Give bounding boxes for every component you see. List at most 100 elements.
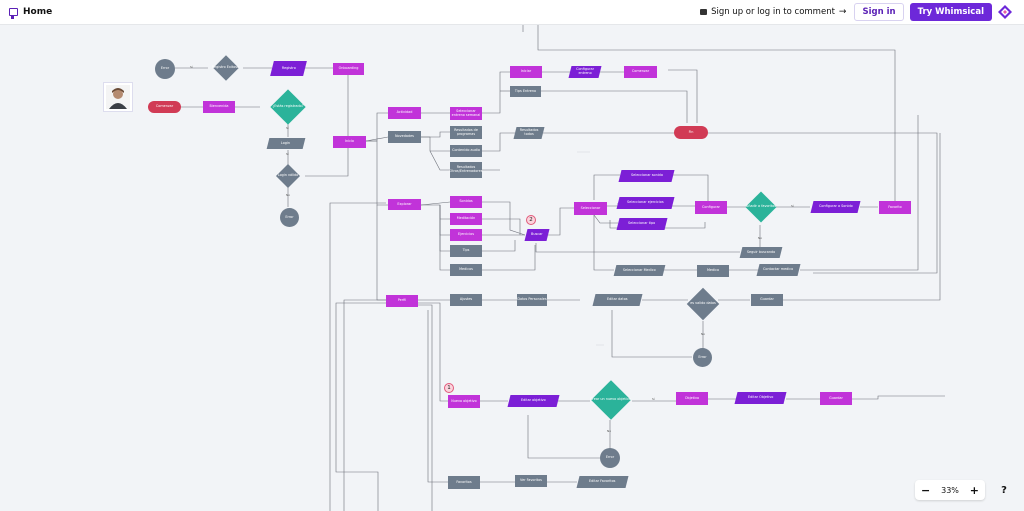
node-label: Iniciar	[520, 69, 532, 74]
zoom-in-button[interactable]: +	[969, 483, 979, 497]
ejercicios-node[interactable]: Ejercicios	[450, 229, 482, 241]
whimsical-logo-icon[interactable]	[998, 5, 1012, 19]
ver-favoritos-node[interactable]: Ver Favoritos	[515, 475, 547, 487]
node-label: Fin	[688, 129, 694, 134]
seleccionar-medico-node[interactable]: Seleccionar Medico	[613, 265, 666, 276]
node-label: Seleccionar Medico	[623, 267, 656, 272]
onboarding-node[interactable]: Onboarding	[333, 63, 364, 75]
error-node[interactable]: Error	[280, 208, 299, 227]
home-link[interactable]: Home	[9, 7, 53, 19]
configurar-node[interactable]: Configurar	[695, 201, 727, 214]
crear-objetivo-decision[interactable]: Crear un nuevo objetivo	[588, 380, 633, 420]
node-label: Comenzar	[155, 104, 174, 109]
seleccionar-entreno-node[interactable]: Seleccionar entreno semanal	[450, 107, 482, 120]
perfil-node[interactable]: Perfil	[386, 295, 418, 307]
guardar-node[interactable]: Guardar	[751, 294, 783, 306]
node-label: Seleccionar tipo	[628, 221, 656, 226]
whiteboard-canvas[interactable]: Error Registro Exitoso Registro Onboardi…	[0, 25, 1024, 511]
seguir-buscando-node[interactable]: Seguir buscando	[739, 247, 783, 258]
error-node[interactable]: Error	[600, 448, 620, 468]
iniciar-node[interactable]: Iniciar	[510, 66, 542, 78]
medicos-node[interactable]: Medicos	[450, 264, 482, 276]
inicio-node[interactable]: Inicio	[333, 136, 366, 148]
editar-favoritos-node[interactable]: Editar Favoritos	[576, 476, 629, 488]
try-whimsical-button[interactable]: Try Whimsical	[909, 3, 992, 21]
node-label: Guardar	[829, 395, 843, 400]
error-node[interactable]: Error	[693, 348, 712, 367]
comment-marker[interactable]: 1	[444, 383, 454, 393]
node-label: Favorito	[888, 204, 902, 209]
favoritos-node[interactable]: Favoritos	[448, 476, 480, 489]
zoom-out-button[interactable]: −	[921, 483, 931, 497]
person-photo-icon	[106, 85, 130, 109]
node-label: Onboarding	[338, 66, 359, 71]
meditacion-node[interactable]: Meditación	[450, 213, 482, 225]
medico-node[interactable]: Medico	[697, 265, 729, 277]
zoom-level[interactable]: 33%	[941, 485, 959, 495]
configurar-sonido-node[interactable]: Configurar a Sonido	[810, 201, 861, 213]
edge-label-si: Sí	[190, 65, 193, 69]
node-label: Seleccionar	[580, 205, 601, 210]
resultados-programas-node[interactable]: Resultados de programas	[450, 126, 482, 139]
resultados-otros-node[interactable]: Resultados Otros/Entrenadores	[450, 162, 482, 178]
home-label: Home	[23, 7, 53, 17]
sign-in-button[interactable]: Sign in	[854, 3, 904, 21]
tips-entreno-node[interactable]: Tips Entreno	[510, 86, 541, 97]
actividad-node[interactable]: Actividad	[388, 107, 421, 119]
sonidos-node[interactable]: Sonidos	[450, 196, 482, 208]
es-valido-decision[interactable]: es valido datos	[686, 286, 720, 322]
resultados-todos-node[interactable]: Resultados todos	[513, 127, 545, 139]
login-valido-decision[interactable]: Login válido	[270, 163, 306, 189]
registro-exitoso-decision[interactable]: Registro Exitoso	[207, 55, 244, 81]
objetivo-node[interactable]: Objetivo	[676, 392, 708, 405]
error-node[interactable]: Error	[155, 59, 175, 79]
anadir-favoritos-decision[interactable]: Añadir a favoritos	[745, 189, 777, 225]
node-label: Seleccionar entreno semanal	[451, 108, 481, 117]
seleccionar-tipo-node[interactable]: Seleccionar tipo	[616, 218, 668, 230]
editar-objetivo-node[interactable]: Editar objetivo	[507, 395, 560, 407]
editar-objetivo-final-node[interactable]: Editar Objetivo	[734, 392, 787, 404]
node-label: Resultados todos	[519, 128, 539, 136]
nuevo-objetivo-node[interactable]: Nuevo objetivo	[448, 395, 480, 408]
registro-node[interactable]: Registro	[270, 61, 307, 76]
comenzar-entreno-node[interactable]: Comenzar	[624, 66, 657, 78]
datos-personales-node[interactable]: Datos Personales	[517, 294, 547, 306]
favorito-node[interactable]: Favorito	[879, 201, 911, 214]
tips-node[interactable]: Tips	[450, 245, 482, 257]
top-bar: Home Sign up or log in to comment → Sign…	[0, 0, 1024, 25]
novedades-node[interactable]: Novedades	[388, 131, 421, 143]
seleccionar-ejercicios-node[interactable]: Seleccionar ejercicios	[616, 197, 675, 209]
zoom-controls: − 33% +	[915, 480, 985, 500]
connector-lines	[175, 25, 945, 511]
node-label: Medico	[706, 268, 720, 273]
node-label: Actividad	[396, 110, 413, 115]
node-label: Favoritos	[456, 479, 472, 484]
buscar-node[interactable]: Buscar	[524, 229, 550, 241]
fin-end-node[interactable]: Fin	[674, 126, 708, 139]
contactar-medico-node[interactable]: Contactar medico	[756, 264, 801, 276]
comment-marker[interactable]: 2	[526, 215, 536, 225]
estas-registrado-decision[interactable]: ¿Estás registrado?	[258, 89, 318, 125]
login-node[interactable]: Login	[266, 138, 306, 149]
editar-datos-node[interactable]: Editar datos	[592, 294, 643, 306]
comment-icon	[700, 9, 708, 15]
bienvenida-node[interactable]: Bienvenida	[203, 101, 235, 113]
node-label: Login válido	[277, 173, 299, 178]
node-label: Registro	[281, 65, 296, 70]
node-label: Comenzar	[631, 69, 650, 74]
configurar-entreno-node[interactable]: Configurar entreno	[568, 66, 602, 78]
node-label: Tips	[462, 248, 470, 253]
comment-link[interactable]: Sign up or log in to comment →	[700, 7, 846, 17]
node-label: Configurar a Sonido	[818, 204, 853, 209]
ajustes-node[interactable]: Ajustes	[450, 294, 482, 306]
seleccionar-node[interactable]: Seleccionar	[574, 202, 607, 215]
node-label: Objetivo	[684, 395, 700, 400]
contenido-audio-node[interactable]: Contenido audio	[450, 145, 482, 157]
seleccionar-sonido-node[interactable]: Seleccionar sonido	[618, 170, 675, 182]
help-icon[interactable]: ?	[1001, 484, 1007, 496]
explorar-node[interactable]: Explorar	[388, 199, 421, 210]
comenzar-start-node[interactable]: Comenzar	[148, 101, 181, 113]
node-label: Ejercicios	[458, 232, 474, 237]
edge-label-no: No	[758, 236, 763, 240]
guardar-objetivo-node[interactable]: Guardar	[820, 392, 852, 405]
